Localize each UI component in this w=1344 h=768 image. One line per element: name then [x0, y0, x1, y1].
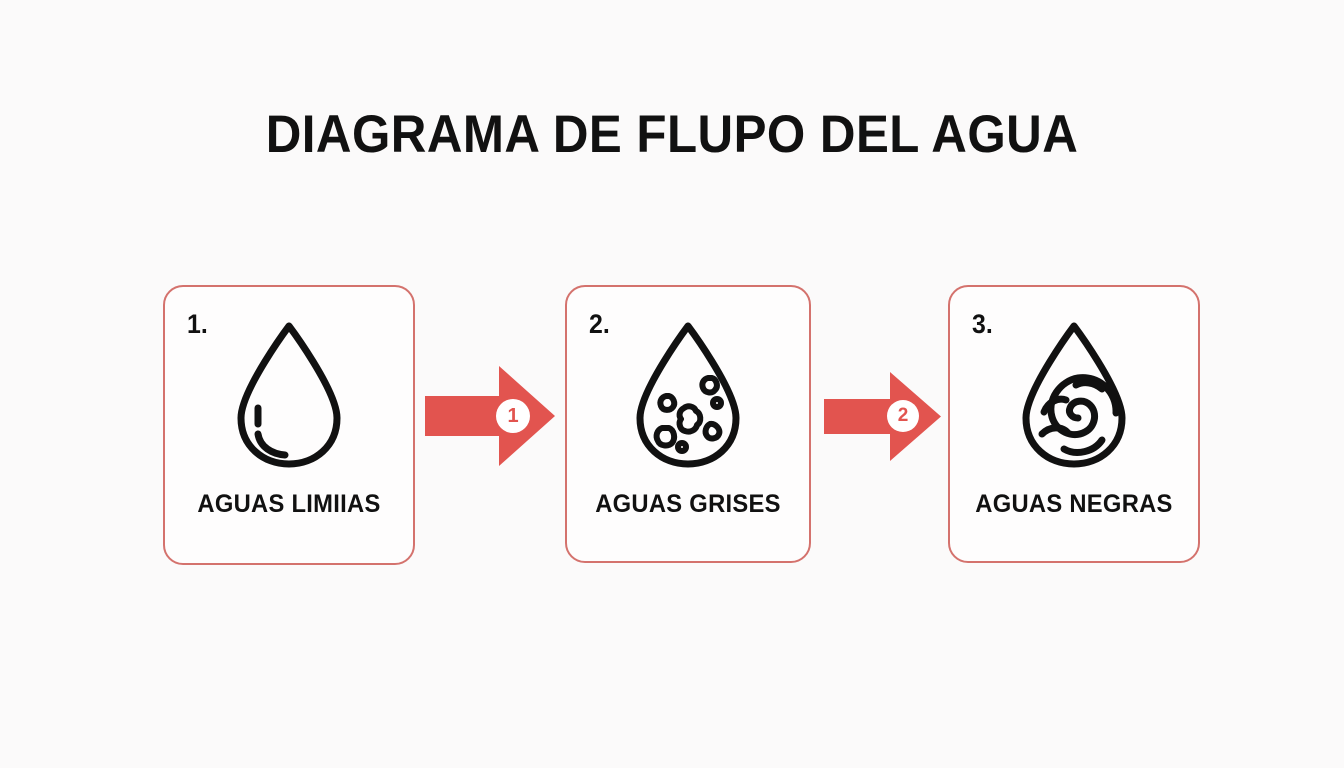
step-label-3: AGUAS NEGRAS — [975, 490, 1173, 518]
page-title: DIAGRAMA DE FLUPO DEL AGUA — [265, 105, 1079, 164]
step-number-2: 2. — [589, 309, 610, 339]
step-label-1: AGUAS LIMIIAS — [197, 490, 381, 518]
step-label-2: AGUAS GRISES — [595, 490, 781, 518]
step-card-3[interactable]: 3. AGUAS NEGRAS — [948, 285, 1200, 563]
flow-arrow-1[interactable]: 1 — [425, 366, 555, 466]
step-card-2[interactable]: 2. AGUAS GRISES — [565, 285, 811, 563]
water-drop-particles-icon — [624, 312, 752, 477]
water-drop-clean-icon — [225, 312, 353, 477]
flow-arrow-2[interactable]: 2 — [824, 372, 941, 461]
step-number-1: 1. — [187, 309, 208, 339]
water-drop-swirl-icon — [1010, 312, 1138, 477]
flow-arrow-1-badge: 1 — [496, 399, 530, 433]
step-number-3: 3. — [972, 309, 993, 339]
flow-arrow-2-badge: 2 — [887, 400, 919, 432]
step-card-1[interactable]: 1. AGUAS LIMIIAS — [163, 285, 415, 565]
